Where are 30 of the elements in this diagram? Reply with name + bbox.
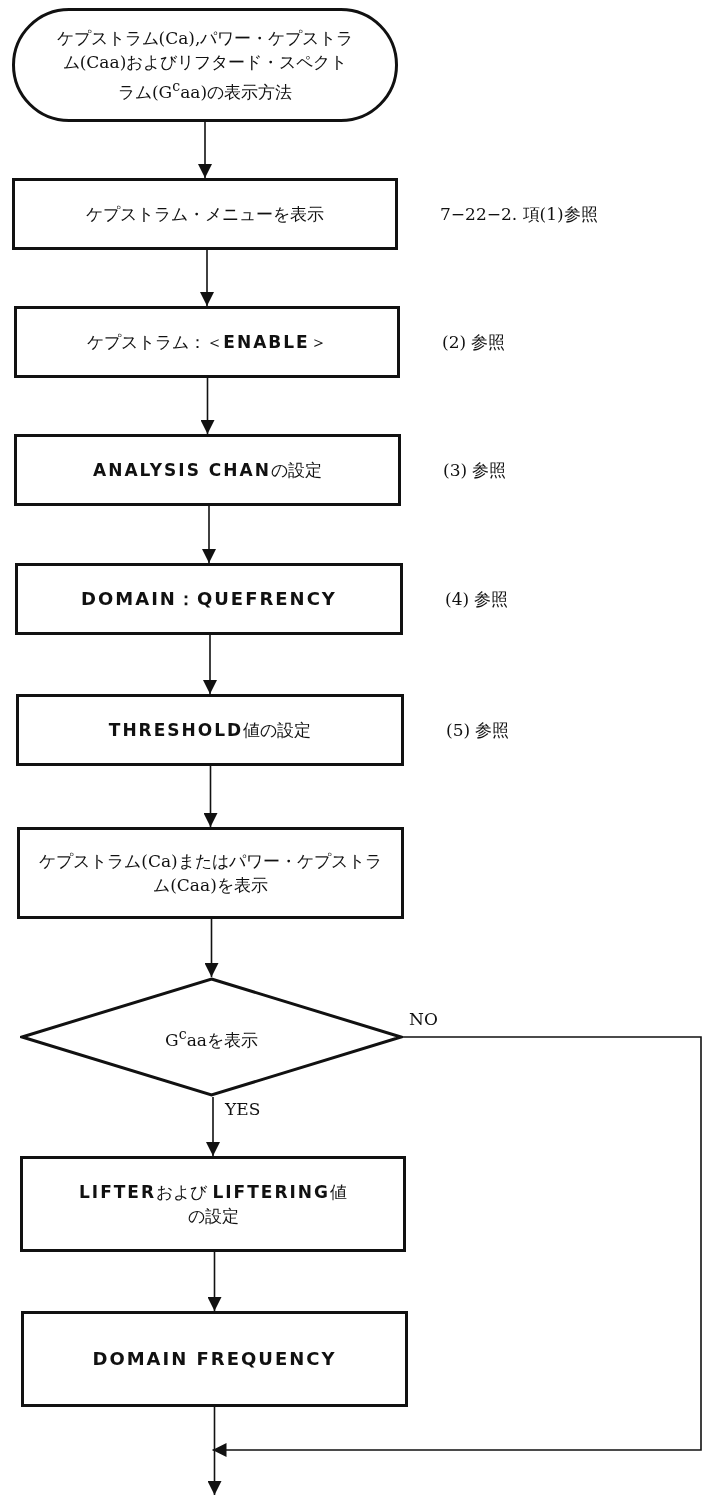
arrow [211, 1036, 702, 1457]
step-text: DOMAIN FREQUENCY [92, 1347, 337, 1371]
reference-note: (4) 参照 [445, 587, 509, 611]
step-text: ケプストラム：＜ENABLE＞ [87, 331, 327, 354]
reference-note: (2) 参照 [442, 330, 506, 354]
arrow [204, 918, 219, 978]
step-text: DOMAIN：QUEFRENCY [81, 587, 337, 611]
step-text: ケプストラム(Ca),パワー・ケプストラム(Caa)およびリフタード・スペクトラム(G$^{c}$aa)の表示方法 [55, 27, 355, 104]
step-text: G$^{c}$aaを表示 [165, 1025, 258, 1052]
arrow [200, 377, 215, 435]
arrow [202, 505, 216, 564]
reference-note: (3) 参照 [443, 458, 507, 482]
step-text: ANALYSIS CHANの設定 [93, 459, 322, 482]
step-text: LIFTERおよび LIFTERING値の設定 [77, 1181, 349, 1228]
process-box [17, 827, 404, 919]
reference-note: 7−22−2. 項(1)参照 [440, 202, 598, 226]
process-box [20, 1156, 406, 1252]
step-text: THRESHOLD値の設定 [108, 719, 312, 742]
arrow [200, 249, 214, 307]
step-text: ケプストラム(Ca)またはパワー・ケプストラム(Caa)を表示 [38, 850, 383, 897]
arrow [203, 765, 218, 828]
arrow [203, 634, 217, 695]
reference-note: (5) 参照 [446, 718, 510, 742]
decision-diamond [20, 977, 403, 1097]
arrow [206, 1096, 220, 1157]
arrow [198, 121, 212, 179]
arrow [207, 1251, 222, 1312]
arrow [207, 1406, 222, 1496]
process-box [21, 1311, 408, 1407]
step-text: ケプストラム・メニューを表示 [86, 203, 324, 226]
